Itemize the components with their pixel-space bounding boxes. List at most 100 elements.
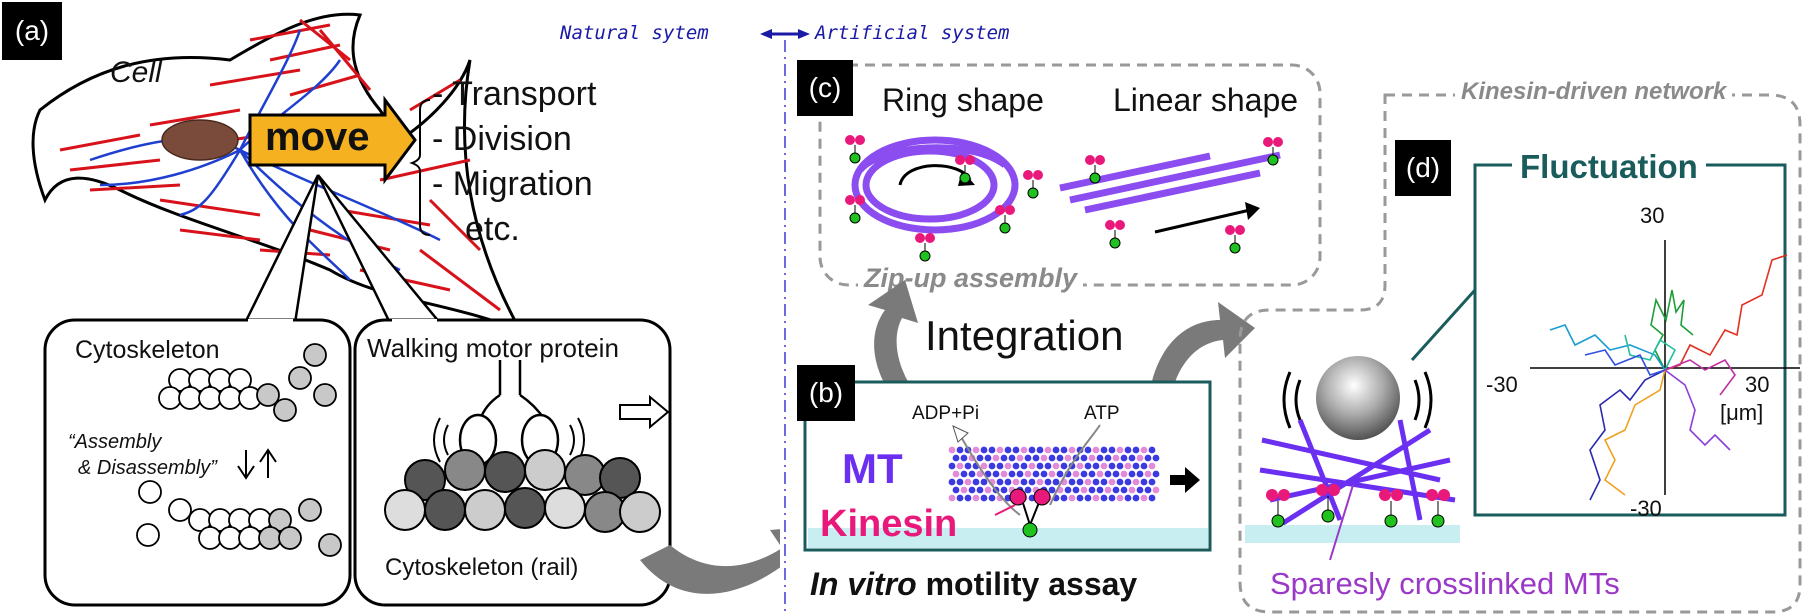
tubulin-dot <box>1136 454 1144 462</box>
tubulin-dot <box>1136 486 1144 494</box>
tubulin-dot <box>956 478 964 486</box>
tubulin-dot <box>1120 454 1128 462</box>
tubulin-dot <box>1044 446 1052 454</box>
tubulin-dot <box>1008 470 1016 478</box>
tubulin-dot <box>1056 470 1064 478</box>
linear-shape-mts <box>1059 151 1281 214</box>
tubulin-dot <box>956 494 964 502</box>
tubulin-dot <box>1084 462 1092 470</box>
tubulin-dot <box>1112 454 1120 462</box>
tubulin-dot <box>960 486 968 494</box>
assay-rest: motility assay <box>925 566 1138 602</box>
axis-unit: [μm] <box>1720 400 1764 425</box>
tubulin-dot <box>1096 454 1104 462</box>
tubulin-dot <box>1092 478 1100 486</box>
tubulin-dot <box>1144 454 1152 462</box>
tubulin-dot <box>1004 478 1012 486</box>
tubulin-dot <box>1020 446 1028 454</box>
bead <box>1316 356 1400 440</box>
tubulin-dot <box>1144 470 1152 478</box>
move-label: move <box>265 115 370 159</box>
tubulin-dot <box>1116 478 1124 486</box>
tubulin-dot <box>1076 494 1084 502</box>
tubulin-dot <box>1012 462 1020 470</box>
tubulin-dot <box>1048 470 1056 478</box>
kinesin-dots-c <box>845 135 1283 262</box>
ring-shape-mts <box>851 136 1019 234</box>
tubulin-dot <box>1148 494 1156 502</box>
tubulin-dot <box>1116 462 1124 470</box>
tubulin-dot <box>1048 454 1056 462</box>
tubulin-dot <box>1016 470 1024 478</box>
tubulin-dot <box>1084 494 1092 502</box>
tubulin-dot <box>1084 478 1092 486</box>
tubulin-dot <box>1124 478 1132 486</box>
tubulin-dot <box>1116 494 1124 502</box>
tubulin-dot <box>1028 462 1036 470</box>
tubulin-dot <box>1020 462 1028 470</box>
tubulin-dot <box>948 446 956 454</box>
axis-top-tick: 30 <box>1640 203 1665 228</box>
network-mts <box>1259 419 1456 528</box>
tubulin-dot <box>1092 446 1100 454</box>
tubulin-dot <box>948 494 956 502</box>
tubulin-dot <box>1036 478 1044 486</box>
tubulin-dot <box>1064 486 1072 494</box>
panel-c-illustration <box>818 63 1322 287</box>
glass-surface <box>808 528 1208 548</box>
crosslink-label: Sparesly crosslinked MTs <box>1270 566 1620 601</box>
tubulin-dot <box>960 454 968 462</box>
motor-title: Walking motor protein <box>367 333 619 363</box>
tubulin-dot <box>1052 446 1060 454</box>
function-migration: - Migration <box>432 165 593 203</box>
tubulin-dot <box>1080 470 1088 478</box>
integration-label: Integration <box>925 312 1124 359</box>
tubulin-dot <box>1100 462 1108 470</box>
tubulin-dot <box>1128 454 1136 462</box>
cytoskeleton-title: Cytoskeleton <box>75 336 220 364</box>
tubulin-dot <box>996 446 1004 454</box>
tubulin-dot <box>984 454 992 462</box>
fluctuation-label: Fluctuation <box>1512 150 1706 183</box>
tubulin-dot <box>964 494 972 502</box>
panel-a-tag: (a) <box>2 2 62 60</box>
rail-label: Cytoskeleton (rail) <box>385 554 579 581</box>
mt-lattice-dots <box>948 446 1160 502</box>
tubulin-dot <box>996 462 1004 470</box>
tubulin-dot <box>948 462 956 470</box>
tubulin-dot <box>1024 486 1032 494</box>
tubulin-dot <box>1028 478 1036 486</box>
tubulin-dot <box>1132 446 1140 454</box>
tubulin-dot <box>972 494 980 502</box>
tubulin-dot <box>1144 486 1152 494</box>
tubulin-dot <box>1016 454 1024 462</box>
tubulin-dot <box>952 470 960 478</box>
tubulin-dot <box>1108 494 1116 502</box>
tubulin-dot <box>1096 486 1104 494</box>
arrow-to-panel-c <box>868 280 918 390</box>
tubulin-dot <box>1040 470 1048 478</box>
tubulin-dot <box>1064 454 1072 462</box>
tubulin-dot <box>980 478 988 486</box>
tubulin-dot <box>964 478 972 486</box>
tubulin-dot <box>1072 486 1080 494</box>
tubulin-dot <box>1060 494 1068 502</box>
tubulin-dot <box>1084 446 1092 454</box>
tubulin-dot <box>1140 478 1148 486</box>
tubulin-dot <box>1028 446 1036 454</box>
tubulin-dot <box>1060 446 1068 454</box>
tubulin-dot <box>1052 478 1060 486</box>
tubulin-dot <box>988 446 996 454</box>
tubulin-dot <box>1012 446 1020 454</box>
tubulin-dot <box>1068 494 1076 502</box>
tubulin-dot <box>1000 486 1008 494</box>
tubulin-dot <box>1104 470 1112 478</box>
tubulin-dot <box>1076 462 1084 470</box>
tubulin-dot <box>948 478 956 486</box>
tubulin-dot <box>976 470 984 478</box>
tubulin-dot <box>1020 478 1028 486</box>
tubulin-dot <box>952 486 960 494</box>
